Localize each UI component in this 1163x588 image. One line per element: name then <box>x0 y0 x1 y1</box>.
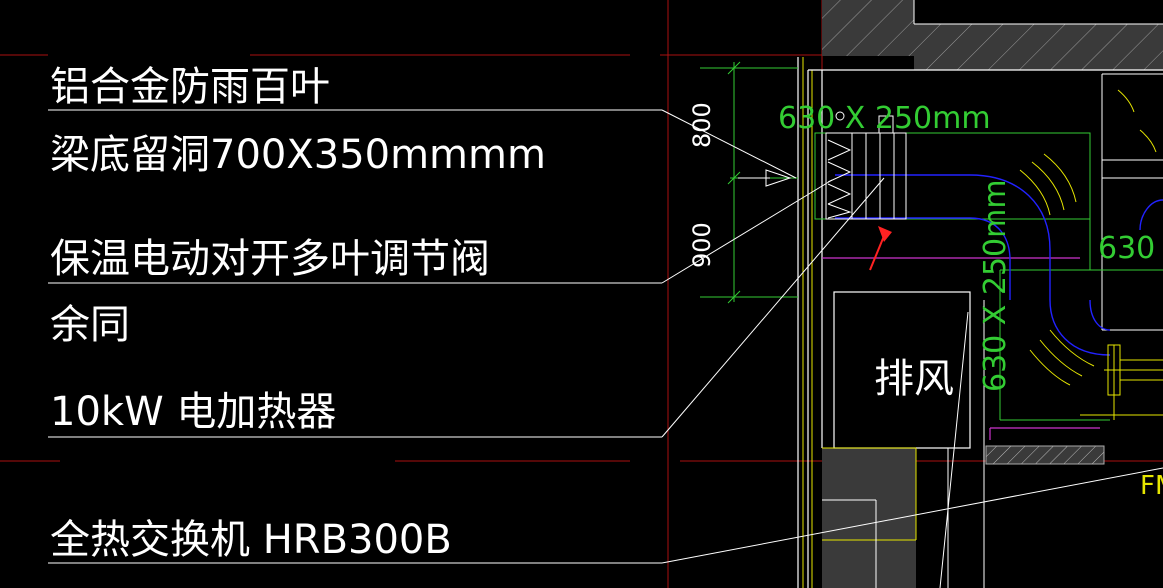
leader-lines <box>48 109 1163 564</box>
annotation-heater: 10kW 电加热器 <box>50 389 336 435</box>
damper-symbol <box>835 111 907 220</box>
room-label-exhaust: 排风 <box>874 356 954 402</box>
annotation-beam-opening: 梁底留洞700X350mmmm <box>50 132 546 178</box>
walls <box>797 57 1163 588</box>
duct-size-vertical: 630 X 250mm <box>978 179 1013 392</box>
dimension-top: 800 <box>688 102 716 148</box>
duct-size-horizontal: 630 X 250mm <box>778 101 991 136</box>
annotation-damper: 保温电动对开多叶调节阀 <box>50 236 490 282</box>
structure-hatch <box>822 0 1163 588</box>
annotation-louver: 铝合金防雨百叶 <box>50 64 330 110</box>
dimension-bottom: 900 <box>688 222 716 268</box>
duct <box>835 174 1163 356</box>
red-arrow-icon <box>869 226 892 271</box>
annotation-hrv: 全热交换机 HRB300B <box>50 517 452 563</box>
duct-size-right: 630 <box>1098 231 1155 266</box>
louver-symbol <box>825 132 853 220</box>
duct-arcs <box>1019 89 1163 420</box>
annotation-same-rest: 余同 <box>50 302 130 348</box>
edge-label: FM <box>1140 471 1163 501</box>
magenta-lines <box>822 257 1100 440</box>
